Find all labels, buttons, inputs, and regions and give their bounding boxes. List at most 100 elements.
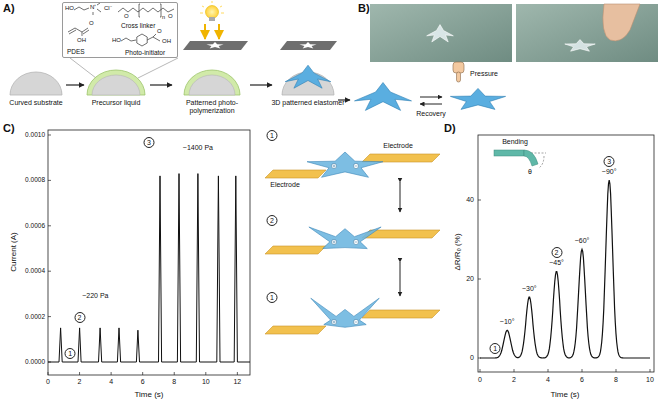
process-arrow <box>150 84 172 85</box>
flat-star <box>450 88 505 109</box>
charge-symbol <box>333 166 336 167</box>
curved-substrate <box>189 75 235 95</box>
contact-schematic <box>265 152 440 334</box>
atom-label: HO <box>112 37 121 44</box>
component-label: PDES <box>67 48 85 55</box>
panel-letter: B) <box>358 2 370 15</box>
photomask <box>280 41 337 50</box>
callout-number: 1 <box>267 292 278 303</box>
angle-label: ~45° <box>549 259 564 267</box>
angle-label: ~60° <box>575 237 590 245</box>
lamp <box>200 1 224 39</box>
action-label: Pressure <box>470 70 498 78</box>
callout-number: 1 <box>267 130 278 141</box>
tick-label: 8 <box>172 378 176 386</box>
electrode <box>362 310 440 318</box>
mask-cutout <box>299 42 316 49</box>
charge-symbol <box>355 242 358 243</box>
charge-symbol <box>334 321 335 324</box>
charge-symbol <box>355 166 358 167</box>
mask-cutout <box>206 42 223 49</box>
inset-title: Bending <box>502 138 528 146</box>
part-label: Electrode <box>270 181 300 189</box>
panel-letter: D) <box>444 122 456 135</box>
callout-number: 3 <box>144 137 155 148</box>
callout-number: 2 <box>551 247 562 258</box>
charge-symbol <box>334 165 335 168</box>
atom-label: O <box>168 13 173 20</box>
bending-inset <box>494 150 546 168</box>
callout-number: 2 <box>74 312 85 323</box>
charge-symbol <box>353 319 358 324</box>
tick-label: 40 <box>466 196 474 204</box>
electrode <box>362 154 440 162</box>
tick-label: 4 <box>546 376 550 384</box>
callout-number: 1 <box>490 343 501 354</box>
atom-label: HO <box>65 5 74 12</box>
electrode <box>265 246 326 254</box>
tick-label: 2 <box>512 376 516 384</box>
axis-title: Time (s) <box>134 390 163 399</box>
tick-label: 6 <box>580 376 584 384</box>
photo <box>370 4 512 62</box>
angle-label: ~10° <box>500 318 515 326</box>
atom-label: N⁺ <box>90 4 96 11</box>
step-label: Patterned photo-polymerization <box>177 99 247 115</box>
tick-label: 12 <box>233 378 241 386</box>
axis-title: ΔR/R₀ (%) <box>453 233 462 270</box>
leader-line <box>70 58 96 78</box>
tick-label: 6 <box>141 378 145 386</box>
atom-label: O <box>157 28 162 35</box>
switch-arrow <box>400 182 401 212</box>
panel-letter: C) <box>3 122 15 135</box>
finger <box>603 4 640 41</box>
tick-label: 10 <box>202 378 210 386</box>
charge-symbol <box>353 163 358 168</box>
leader-line <box>138 58 178 78</box>
angle-label: ~90° <box>602 168 617 176</box>
curved-substrate <box>10 72 62 95</box>
charge-symbol <box>331 319 336 324</box>
plot-frame <box>48 130 250 375</box>
charge-symbol <box>331 163 336 168</box>
switch-arrow <box>420 104 442 105</box>
action-label: Recovery <box>416 110 446 118</box>
pressure-label: ~220 Pa <box>82 292 108 300</box>
hand-icon <box>453 62 464 82</box>
atom-label: O <box>124 13 129 20</box>
electrode <box>265 326 326 334</box>
tick-label: 4 <box>109 378 113 386</box>
current-curve <box>48 174 250 362</box>
curved-substrate <box>92 75 140 95</box>
pressure-label: ~1400 Pa <box>183 144 213 152</box>
charge-symbol <box>333 242 336 243</box>
precursor-liquid <box>184 70 240 95</box>
axis-title: Time (s) <box>550 390 579 399</box>
tick-label: 0.0008 <box>25 176 45 183</box>
tick-label: 0.0004 <box>25 267 45 274</box>
step-label: Curved substrate <box>9 99 62 107</box>
axis-title: Current (A) <box>9 232 18 272</box>
callout-number: 2 <box>267 215 278 226</box>
callout-number: 1 <box>65 348 76 359</box>
patterned-elastomer <box>285 65 331 88</box>
tick-label: 0.0010 <box>25 131 45 138</box>
tick-label: 0 <box>478 376 482 384</box>
tick-label: 10 <box>646 376 654 384</box>
charge-symbol <box>353 239 358 244</box>
charge-symbol <box>334 241 335 244</box>
curved-star <box>355 83 412 111</box>
elastomer-star <box>307 152 383 177</box>
component-label: Cross linker <box>121 22 155 29</box>
elastomer-star <box>309 227 381 249</box>
precursor-liquid <box>87 70 145 95</box>
elastomer-photo <box>427 25 454 42</box>
charge-symbol <box>355 322 358 323</box>
process-arrow <box>250 84 272 85</box>
step-label: 3D patterned elastomer <box>271 99 344 107</box>
atom-label: O <box>89 20 94 27</box>
angle-symbol: θ <box>528 168 532 176</box>
plot-frame <box>478 135 654 372</box>
elastomer-star <box>311 298 379 327</box>
